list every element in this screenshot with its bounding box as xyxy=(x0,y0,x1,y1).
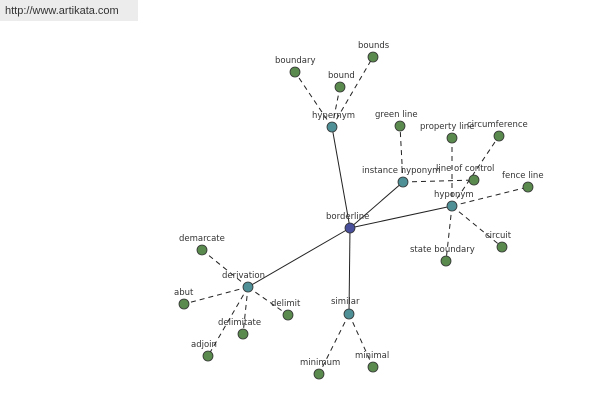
leaf-dot[interactable] xyxy=(202,350,214,362)
edge-derivation-adjoin xyxy=(207,286,249,357)
leaf-dot[interactable] xyxy=(313,368,325,380)
leaf-label: fence line xyxy=(502,171,544,181)
leaf-adjoin[interactable]: adjoin xyxy=(191,340,217,362)
leaf-minimum[interactable]: minimum xyxy=(300,358,340,380)
leaf-label: delimit xyxy=(271,299,301,309)
edge-derivation-demarcate xyxy=(201,249,249,288)
edge-hypernym-boundary xyxy=(294,71,333,128)
leaf-state-boundary[interactable]: state boundary xyxy=(410,245,475,267)
leaf-line-of-control[interactable]: line of control xyxy=(436,164,494,186)
relation-hypernym[interactable]: hypernym xyxy=(312,111,355,133)
relation-hyponym[interactable]: hyponym xyxy=(434,190,474,212)
leaf-label: abut xyxy=(174,288,194,298)
leaf-label: delimitate xyxy=(218,318,261,328)
leaf-dot[interactable] xyxy=(367,361,379,373)
leaf-dot[interactable] xyxy=(178,298,190,310)
leaf-dot[interactable] xyxy=(334,81,346,93)
edge-hyponym-fence-line xyxy=(451,186,529,207)
leaf-green-line[interactable]: green line xyxy=(375,110,418,132)
url-text: http://www.artikata.com xyxy=(5,5,119,17)
leaf-abut[interactable]: abut xyxy=(174,288,194,310)
leaf-dot[interactable] xyxy=(496,241,508,253)
leaf-dot[interactable] xyxy=(522,181,534,193)
leaf-label: minimal xyxy=(355,351,389,361)
leaf-label: property line xyxy=(420,122,474,132)
relation-dot[interactable] xyxy=(326,121,338,133)
edge-derivation-delimitate xyxy=(242,286,249,335)
edge-derivation-abut xyxy=(183,286,249,305)
edge-hyponym-circuit xyxy=(451,205,503,248)
leaf-dot[interactable] xyxy=(196,244,208,256)
relation-label: derivation xyxy=(222,271,265,281)
leaf-fence-line[interactable]: fence line xyxy=(502,171,544,193)
leaf-dot[interactable] xyxy=(282,309,294,321)
leaf-dot[interactable] xyxy=(237,328,249,340)
leaf-label: adjoin xyxy=(191,340,217,350)
leaf-label: bound xyxy=(328,71,355,81)
center-label: borderline xyxy=(326,212,369,222)
leaf-dot[interactable] xyxy=(289,66,301,78)
edge-hypernym-bound xyxy=(331,86,341,128)
leaf-label: minimum xyxy=(300,358,340,368)
leaf-dot[interactable] xyxy=(440,255,452,267)
leaf-dot[interactable] xyxy=(367,51,379,63)
leaf-label: bounds xyxy=(358,41,390,51)
leaf-boundary[interactable]: boundary xyxy=(275,56,316,78)
edge-center-derivation xyxy=(247,227,351,288)
relation-label: hypernym xyxy=(312,111,355,121)
leaf-dot[interactable] xyxy=(446,132,458,144)
relation-dot[interactable] xyxy=(397,176,409,188)
leaf-delimit[interactable]: delimit xyxy=(271,299,301,321)
edge-center-instance-hyponym xyxy=(349,181,404,229)
nodes: boundary bound bounds green line line of con… xyxy=(174,41,544,380)
relation-label: similar xyxy=(331,297,360,307)
leaf-property-line[interactable]: property line xyxy=(420,122,474,144)
edge-hypernym-bounds xyxy=(331,56,374,128)
leaf-dot[interactable] xyxy=(468,174,480,186)
relation-dot[interactable] xyxy=(446,200,458,212)
relation-label: instance hyponym xyxy=(362,166,440,176)
leaf-delimitate[interactable]: delimitate xyxy=(218,318,261,340)
leaf-label: state boundary xyxy=(410,245,475,255)
edge-instance-hyponym-green-line xyxy=(399,125,404,183)
relation-dot[interactable] xyxy=(343,308,355,320)
relation-derivation[interactable]: derivation xyxy=(222,271,265,293)
leaf-dot[interactable] xyxy=(394,120,406,132)
relation-similar[interactable]: similar xyxy=(331,297,360,320)
leaf-minimal[interactable]: minimal xyxy=(355,351,389,373)
leaf-circumference[interactable]: circumference xyxy=(467,120,528,142)
edges xyxy=(183,56,529,375)
edge-center-similar xyxy=(348,227,351,315)
leaf-label: circuit xyxy=(485,231,512,241)
edge-derivation-delimit xyxy=(247,286,289,316)
edge-center-hyponym xyxy=(349,205,453,229)
edge-similar-minimal xyxy=(348,313,374,368)
relation-dot[interactable] xyxy=(242,281,254,293)
leaf-demarcate[interactable]: demarcate xyxy=(179,234,225,256)
leaf-circuit[interactable]: circuit xyxy=(485,231,512,253)
leaf-label: circumference xyxy=(467,120,528,130)
leaf-label: demarcate xyxy=(179,234,225,244)
leaf-label: boundary xyxy=(275,56,316,66)
relation-label: hyponym xyxy=(434,190,474,200)
leaf-label: green line xyxy=(375,110,418,120)
leaf-label: line of control xyxy=(436,164,494,174)
leaf-bound[interactable]: bound xyxy=(328,71,355,93)
edge-hyponym-state-boundary xyxy=(445,205,453,262)
center-dot[interactable] xyxy=(344,222,356,234)
edge-similar-minimum xyxy=(318,313,350,375)
leaf-dot[interactable] xyxy=(493,130,505,142)
leaf-bounds[interactable]: bounds xyxy=(358,41,390,63)
edge-instance-hyponym-line-of-control xyxy=(402,179,475,183)
url-bar: http://www.artikata.com xyxy=(0,0,138,21)
center-borderline[interactable]: borderline xyxy=(326,212,369,234)
edge-center-hypernym xyxy=(331,126,351,229)
relation-instance-hyponym[interactable]: instance hyponym xyxy=(362,166,440,188)
